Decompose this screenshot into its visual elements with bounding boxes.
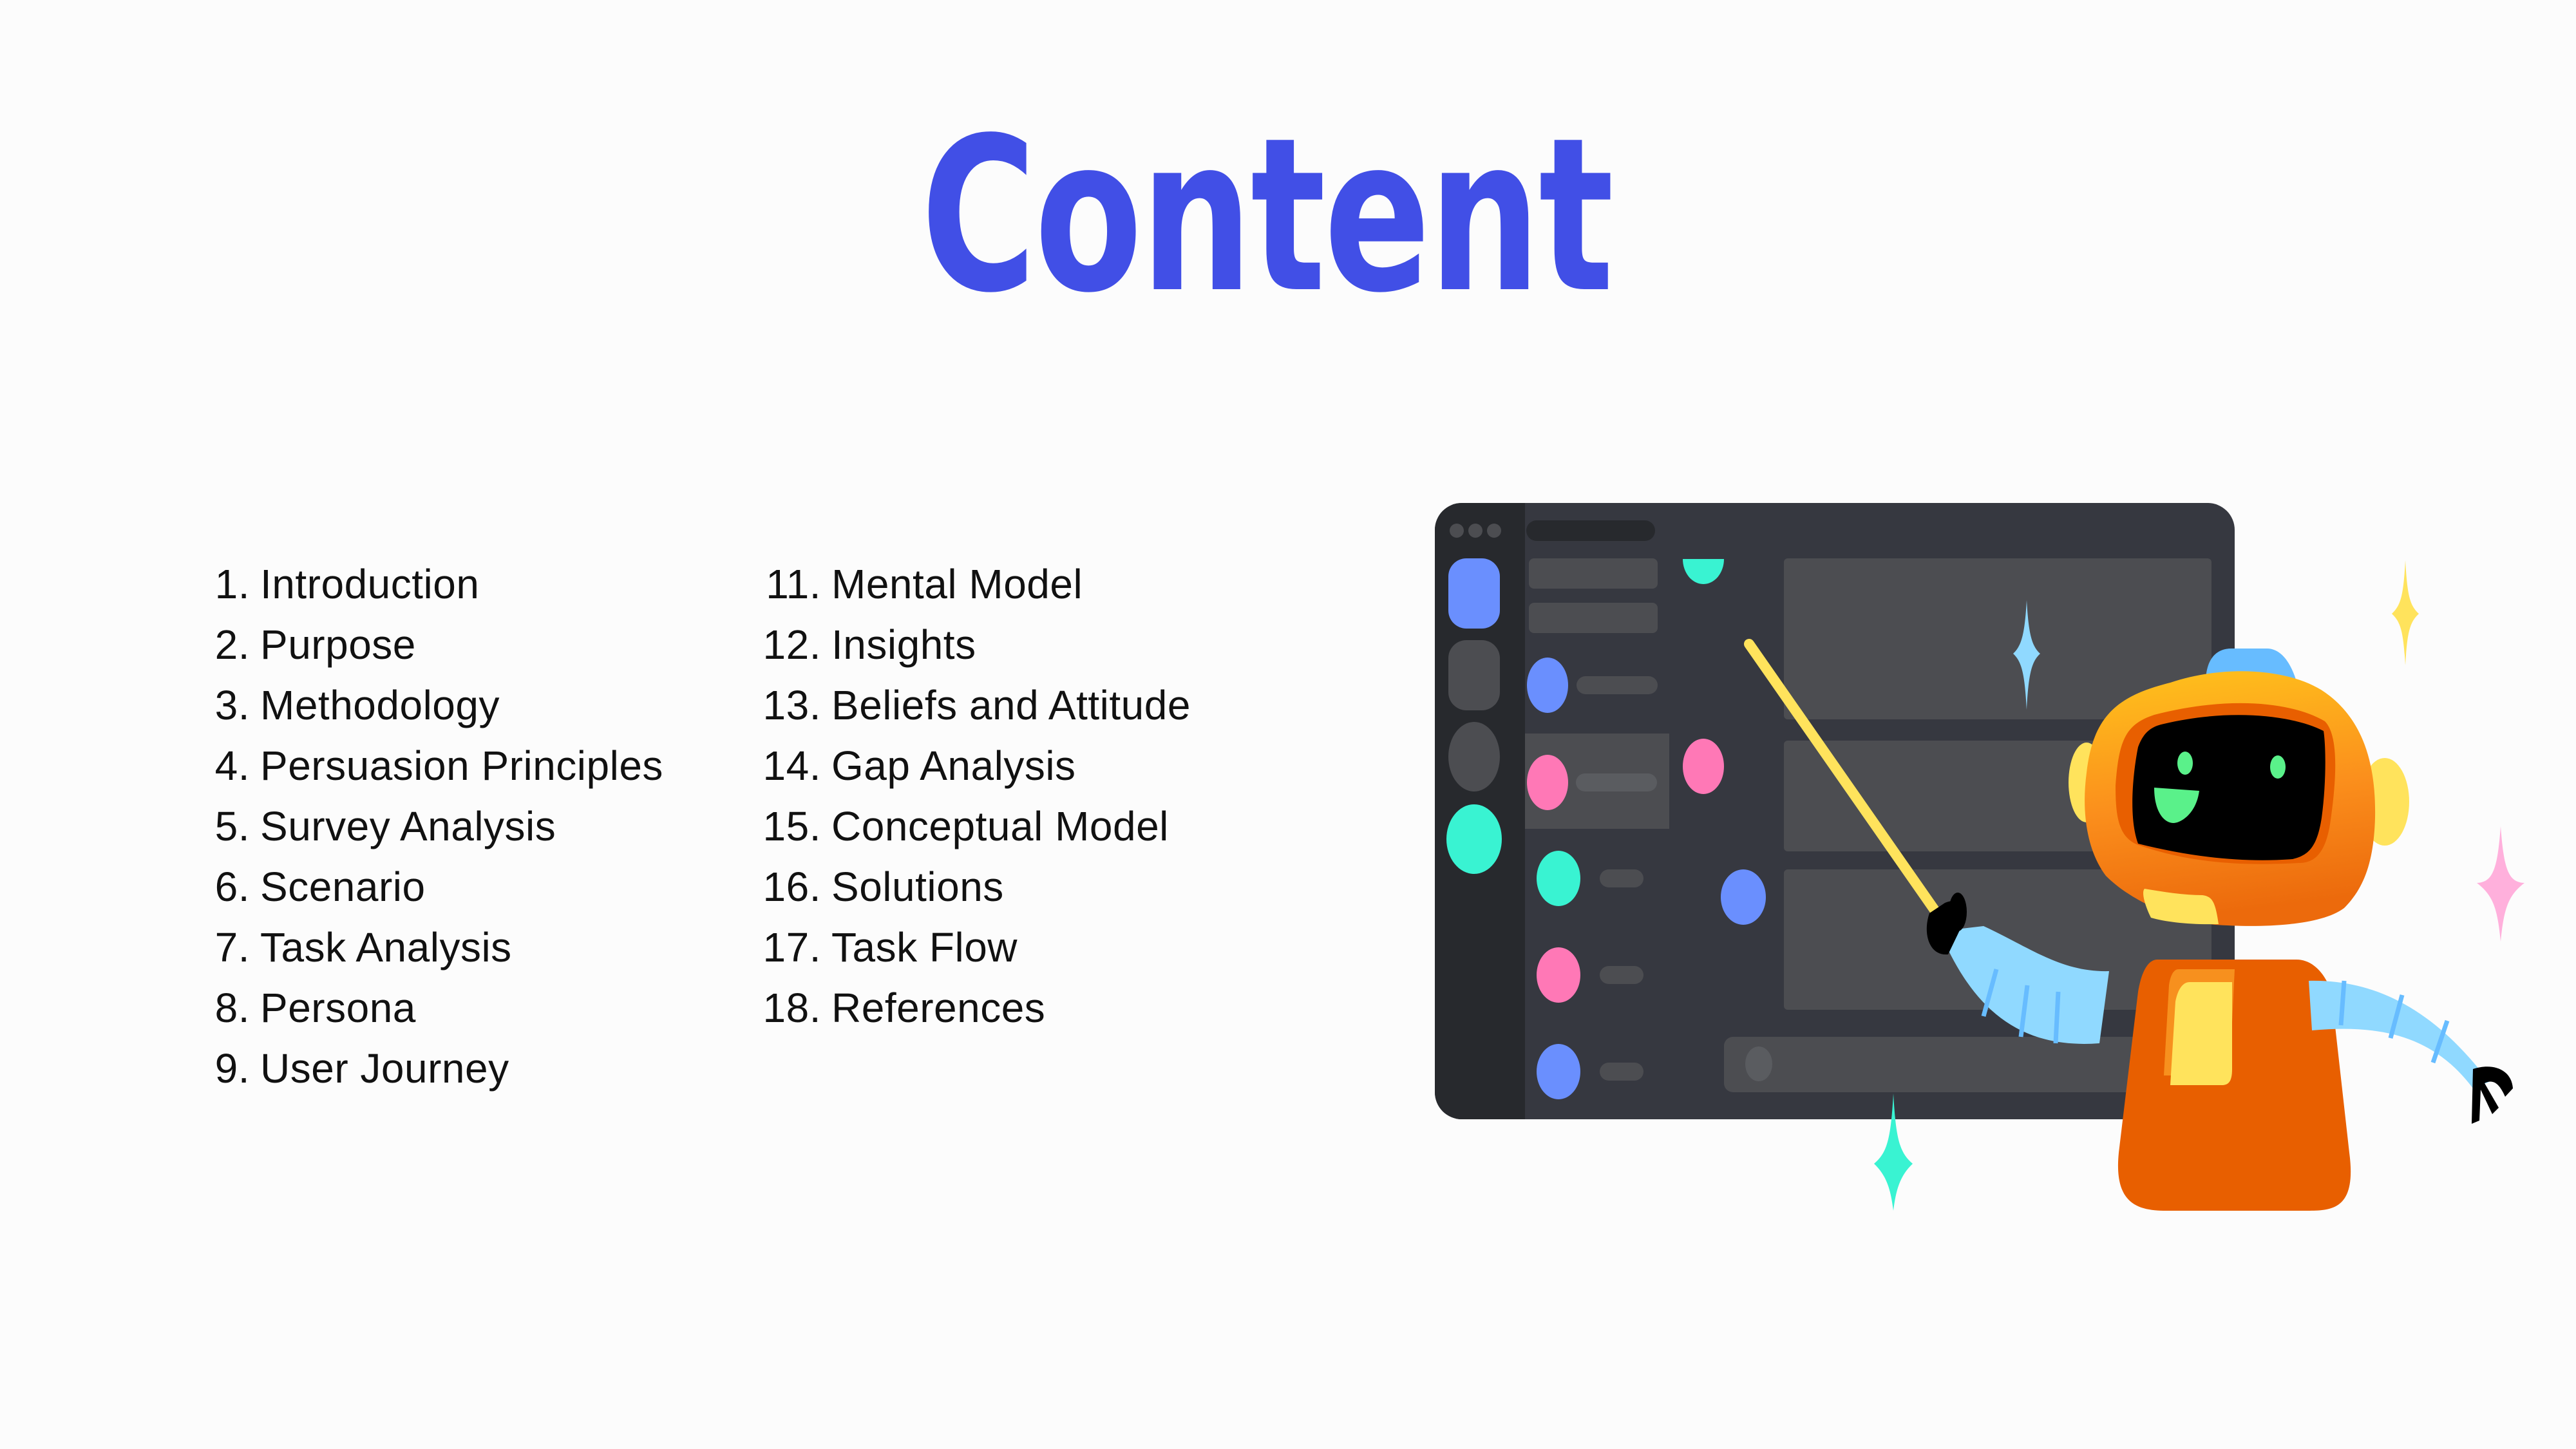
contents-item[interactable]: 1.Introduction	[193, 560, 663, 621]
arm-stripes	[2338, 980, 2450, 1064]
item-label: User Journey	[260, 1045, 509, 1092]
item-label: Purpose	[260, 621, 416, 668]
message-panel	[1784, 558, 2211, 719]
item-number: 1.	[214, 561, 250, 607]
sparkle-pink-icon	[2477, 826, 2524, 942]
robot-arm-left	[1940, 926, 2109, 1044]
item-label: Conceptual Model	[831, 803, 1169, 849]
contents-item[interactable]: 2.Purpose	[193, 621, 663, 681]
item-number: 14.	[762, 743, 821, 789]
contents-item[interactable]: 9.User Journey	[193, 1045, 663, 1105]
item-label: Persona	[260, 985, 416, 1031]
item-number: 5.	[214, 803, 250, 849]
server-icon	[1446, 804, 1502, 874]
message-avatar	[1683, 559, 1724, 584]
item-number: 17.	[762, 924, 821, 971]
contents-item[interactable]: 8.Persona	[193, 984, 663, 1045]
robot-eye-right	[2270, 755, 2286, 779]
contents-item[interactable]: 15.Conceptual Model	[741, 802, 1191, 863]
item-label: Methodology	[260, 682, 500, 728]
item-label: Mental Model	[831, 561, 1083, 607]
item-label: Persuasion Principles	[260, 743, 663, 789]
channel-bar	[1529, 603, 1658, 633]
item-label: Beliefs and Attitude	[831, 682, 1191, 728]
contents-item[interactable]: 12.Insights	[741, 621, 1191, 681]
message-avatar	[1683, 739, 1724, 794]
contents-item[interactable]: 18.References	[741, 984, 1191, 1045]
item-number: 12.	[762, 621, 821, 668]
page-title: Content	[921, 92, 1614, 339]
window-dot	[1487, 524, 1501, 538]
item-number: 8.	[214, 985, 250, 1031]
contents-item[interactable]: 6.Scenario	[193, 863, 663, 923]
item-number: 6.	[214, 864, 250, 910]
item-number: 9.	[214, 1045, 250, 1092]
arm-stripes	[1981, 969, 2061, 1044]
attach-icon	[1745, 1046, 1772, 1081]
item-number: 2.	[214, 621, 250, 668]
item-label: Insights	[831, 621, 976, 668]
sparkle-teal-icon	[1874, 1094, 1913, 1211]
server-icon	[1448, 722, 1500, 791]
sparkle-yellow-icon	[2392, 560, 2419, 665]
robot-hand-right	[2472, 1066, 2513, 1124]
robot-finger	[1949, 893, 1967, 931]
robot-chin-plate	[2143, 889, 2219, 925]
contents-item[interactable]: 11.Mental Model	[741, 560, 1191, 621]
item-label: Task Analysis	[260, 924, 512, 971]
contents-item[interactable]: 4.Persuasion Principles	[193, 742, 663, 802]
robot-chest-panel	[2170, 982, 2232, 1085]
user-avatar	[1527, 755, 1568, 810]
robot-arm-right	[2309, 980, 2489, 1088]
user-name-bar	[1577, 676, 1658, 694]
item-label: Solutions	[831, 864, 1004, 910]
item-number: 18.	[762, 985, 821, 1031]
contents-item[interactable]: 7.Task Analysis	[193, 923, 663, 984]
sparkle-blue-icon	[2013, 600, 2040, 710]
contents-item[interactable]: 5.Survey Analysis	[193, 802, 663, 863]
contents-item[interactable]: 13.Beliefs and Attitude	[741, 681, 1191, 742]
user-name-bar	[1600, 966, 1643, 984]
item-number: 16.	[762, 864, 821, 910]
item-number: 3.	[214, 682, 250, 728]
item-label: Gap Analysis	[831, 743, 1076, 789]
item-number: 7.	[214, 924, 250, 971]
contents-item[interactable]: 14.Gap Analysis	[741, 742, 1191, 802]
user-name-bar	[1576, 773, 1657, 791]
item-number: 15.	[762, 803, 821, 849]
window-dot	[1450, 524, 1464, 538]
user-avatar	[1537, 1044, 1580, 1099]
contents-list-column-1: 1.Introduction 2.Purpose 3.Methodology 4…	[193, 560, 663, 1105]
robot-eye-left	[2177, 752, 2193, 775]
robot-teacher-icon	[1744, 639, 2513, 1211]
contents-item[interactable]: 17.Task Flow	[741, 923, 1191, 984]
message-input	[1724, 1037, 2175, 1092]
contents-item[interactable]: 3.Methodology	[193, 681, 663, 742]
user-name-bar	[1600, 1063, 1643, 1081]
channel-bar	[1529, 558, 1658, 589]
item-label: Survey Analysis	[260, 803, 556, 849]
item-label: Introduction	[260, 561, 480, 607]
item-number: 13.	[762, 682, 821, 728]
message-avatar	[1721, 869, 1766, 925]
server-icon	[1448, 640, 1500, 710]
user-avatar	[1537, 851, 1580, 906]
robot-mouth	[2154, 788, 2199, 823]
user-avatar	[1527, 658, 1568, 713]
item-label: References	[831, 985, 1046, 1031]
robot-screen	[2132, 715, 2325, 860]
item-number: 4.	[214, 743, 250, 789]
item-label: Scenario	[260, 864, 426, 910]
server-icon-active	[1448, 558, 1500, 629]
contents-list-column-2: 11.Mental Model 12.Insights 13.Beliefs a…	[741, 560, 1191, 1045]
item-number: 11.	[766, 561, 821, 607]
search-bar	[1526, 520, 1655, 541]
window-dot	[1468, 524, 1482, 538]
user-avatar	[1537, 947, 1580, 1003]
contents-item[interactable]: 16.Solutions	[741, 863, 1191, 923]
user-name-bar	[1600, 869, 1643, 887]
item-label: Task Flow	[831, 924, 1018, 971]
